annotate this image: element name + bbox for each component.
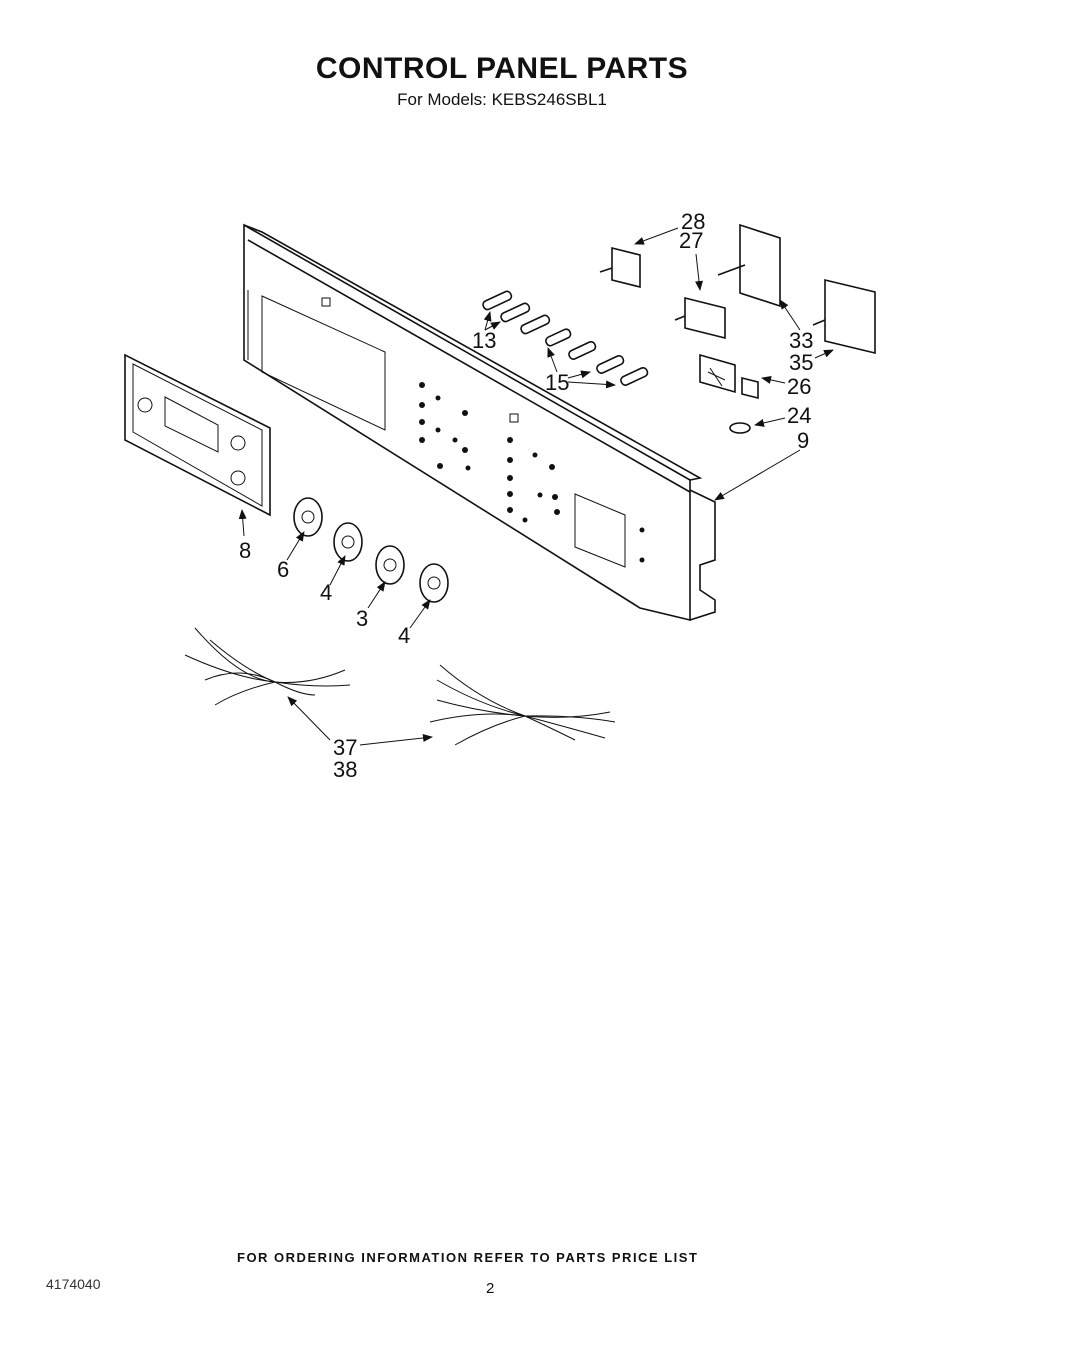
panel-holes [419,382,645,563]
push-buttons [482,290,649,386]
switches [599,223,876,355]
control-panel-housing [243,223,716,622]
callout-27: 27 [679,228,703,253]
callout-26: 26 [787,374,811,399]
callout-6: 6 [277,557,289,582]
model-subtitle: For Models: KEBS246SBL1 [397,90,607,109]
callout-33: 33 [789,328,813,353]
document-number: 4174040 [46,1276,101,1292]
ordering-info-note: FOR ORDERING INFORMATION REFER TO PARTS … [237,1250,699,1265]
callout-13: 13 [472,328,496,353]
wire-harnesses [184,627,616,746]
callout-8: 8 [239,538,251,563]
page-number: 2 [486,1280,495,1297]
callout-38: 38 [333,757,357,782]
callout-37: 37 [333,735,357,760]
page-title: CONTROL PANEL PARTS [315,52,689,85]
callout-4a: 4 [320,580,332,605]
callout-35: 35 [789,350,813,375]
indicator-parts [699,353,759,434]
callout-3: 3 [356,606,368,631]
callout-9: 9 [797,428,809,453]
callout-labels: 28 27 13 15 33 35 26 24 9 8 6 4 3 4 37 3… [239,209,813,782]
callout-24: 24 [787,403,811,428]
leader-arrows [238,227,834,746]
callout-4b: 4 [398,623,410,648]
control-knobs [293,497,449,603]
face-plate [124,353,271,517]
callout-28: 28 [681,209,705,234]
callout-15: 15 [545,370,569,395]
